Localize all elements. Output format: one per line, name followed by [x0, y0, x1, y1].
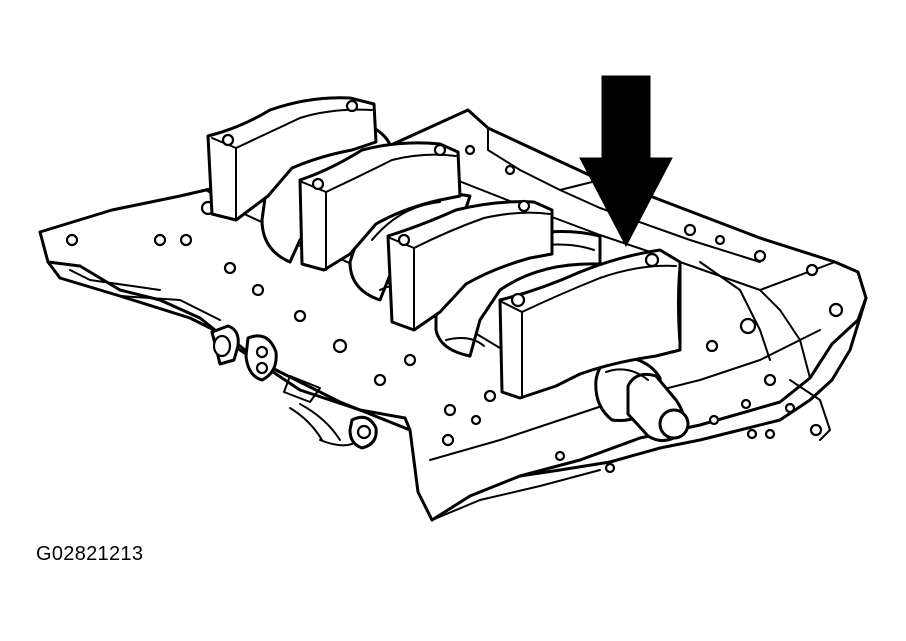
- block-rear-rail: [379, 149, 836, 291]
- figure-id-label: G02821213: [36, 543, 144, 565]
- block-bolt-holes: [65, 144, 844, 474]
- block-front-face: [518, 296, 868, 478]
- main-bearing-cap-3: [386, 199, 554, 332]
- side-bosses: [210, 324, 378, 450]
- main-bearing-cap-1: [206, 96, 378, 222]
- main-bearing-caps: [206, 96, 682, 400]
- oil-pan-flange: [46, 260, 412, 432]
- main-bearing-cap-2: [298, 141, 462, 272]
- down-arrow-icon: [579, 75, 673, 248]
- main-bearing-cap-4: [498, 248, 682, 400]
- crank-snout-end: [658, 408, 690, 440]
